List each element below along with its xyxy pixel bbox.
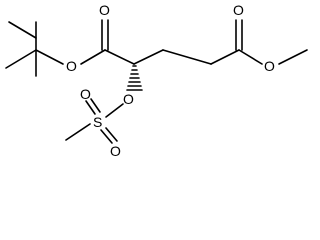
atom-mesyl-ester-o: O bbox=[123, 91, 134, 107]
bond-s-to-o-bottom-a bbox=[100, 129, 113, 144]
bond-s-to-o-top-b bbox=[90, 98, 101, 113]
atom-sulfonyl-o-bottom: O bbox=[110, 143, 121, 159]
atom-sulfur: S bbox=[93, 114, 102, 130]
bond-beta-to-gamma bbox=[162, 49, 212, 65]
bond-o-to-methyl-right bbox=[278, 49, 308, 65]
bond-tbu-methyl-top bbox=[8, 21, 37, 39]
atom-ester-carbonyl-o-right: O bbox=[233, 2, 244, 18]
tert-butyl-group bbox=[5, 21, 64, 77]
glutarate-chain bbox=[133, 49, 240, 65]
bond-tbu-to-oxygen bbox=[35, 49, 64, 65]
bond-tbu-methyl-left bbox=[5, 49, 37, 69]
bond-o-to-sulfur bbox=[105, 103, 124, 118]
bond-s-to-o-bottom-b bbox=[105, 127, 118, 142]
chemical-structure: O O O S O O O O bbox=[5, 2, 308, 159]
stereo-hashed-wedge bbox=[126, 65, 143, 91]
tert-butyl-ester-group: O O bbox=[66, 2, 135, 74]
atom-ester-o-right: O bbox=[264, 58, 275, 74]
atom-ester-carbonyl-o-left: O bbox=[99, 2, 110, 18]
atom-sulfonyl-o-top: O bbox=[80, 86, 91, 102]
bond-carbonyl-to-ester-o-right bbox=[238, 49, 263, 65]
mesylate-group: O S O O bbox=[65, 86, 134, 159]
bond-o-to-carbonyl-left bbox=[80, 49, 106, 65]
bond-s-to-o-top-a bbox=[85, 100, 96, 115]
bond-alpha-to-beta bbox=[133, 49, 164, 65]
atom-ester-o-left: O bbox=[66, 58, 77, 74]
bond-s-to-methyl bbox=[65, 123, 91, 141]
bond-gamma-to-carbonyl-right bbox=[210, 49, 240, 65]
methyl-ester-group: O O bbox=[233, 2, 308, 74]
bond-carbonyl-to-alpha bbox=[104, 49, 135, 65]
